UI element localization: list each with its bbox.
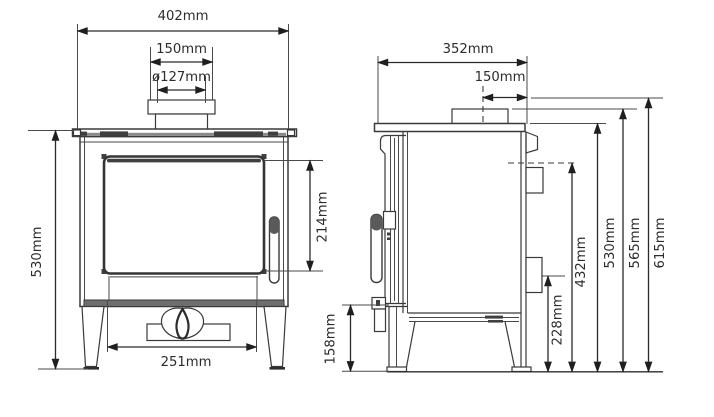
dim-label-rear-flue-height: 432mm <box>574 237 589 288</box>
flue-collar-front <box>147 99 216 131</box>
dim-label-firebox-base-height: 158mm <box>324 314 339 365</box>
dim-front-glass-height: 214mm <box>265 159 331 272</box>
glass-clip-icon <box>101 154 107 159</box>
dim-label-depth: 352mm <box>443 42 494 57</box>
dim-label-lower-outlet-height: 228mm <box>551 295 566 346</box>
dim-front-flue-collar-width: 150mm <box>149 42 214 100</box>
dim-front-flue-diameter: ø127mm <box>152 70 211 103</box>
top-plate-end-bracket-right <box>286 129 296 137</box>
rear-top-bracket <box>525 131 539 154</box>
dim-label-front-height: 530mm <box>30 227 45 278</box>
dim-label-flue-to-back: 150mm <box>475 70 526 85</box>
dim-side-rear-flue-height: 432mm <box>508 162 589 373</box>
air-control <box>146 306 231 342</box>
dim-label-glass-height: 214mm <box>316 192 331 243</box>
side-view <box>370 86 663 373</box>
dim-side-collar-height: 565mm <box>512 108 643 373</box>
door-latch <box>382 210 397 230</box>
dim-front-height: 530mm <box>28 129 88 370</box>
door-handle <box>268 216 280 284</box>
leg-side-front <box>386 306 416 373</box>
dim-label-front-width: 402mm <box>158 9 209 24</box>
air-lever-lower <box>373 308 387 333</box>
dim-front-leg-spacing: 251mm <box>106 301 258 370</box>
dim-side-depth: 352mm <box>377 42 528 124</box>
dim-label-overall-height: 615mm <box>653 218 668 269</box>
dim-label-top-plate-height: 530mm <box>603 218 618 269</box>
leg-front-left <box>81 305 105 368</box>
glass-top-shadow <box>107 158 261 163</box>
dim-side-firebox-base-height: 158mm <box>324 304 389 373</box>
dim-label-collar-height: 565mm <box>628 218 643 269</box>
knob-flame-icon <box>175 306 190 340</box>
base-plate-side <box>407 312 521 323</box>
dim-label-flue-diameter: ø127mm <box>152 70 211 85</box>
front-view <box>71 99 298 370</box>
door-front <box>101 154 280 300</box>
dim-side-overall-height: 615mm <box>531 97 668 373</box>
door-glass <box>102 155 266 275</box>
dim-side-lower-outlet-height: 228mm <box>541 275 566 373</box>
door-side-profile <box>370 134 408 333</box>
dim-side-flue-to-back: 150mm <box>475 70 528 102</box>
leg-front-right <box>263 305 287 368</box>
dim-label-flue-collar-width: 150mm <box>156 42 207 57</box>
dim-side-top-plate-height: 530mm <box>530 122 618 373</box>
dim-label-leg-spacing: 251mm <box>161 355 212 370</box>
dim-front-overall-width: 402mm <box>76 9 290 129</box>
glass-clip-icon <box>261 154 267 159</box>
top-plate-end-bracket-left <box>72 129 82 137</box>
hearth-band <box>83 299 285 307</box>
rear-outlet-lower <box>525 256 543 294</box>
stove-top-plate-side <box>373 122 526 133</box>
door-handle-cap <box>371 214 382 231</box>
flue-collar-side <box>451 108 509 125</box>
stove-top-plate-front <box>71 128 298 138</box>
leg-side-rear <box>504 321 532 373</box>
rear-flue-outlet-upper <box>525 166 544 194</box>
